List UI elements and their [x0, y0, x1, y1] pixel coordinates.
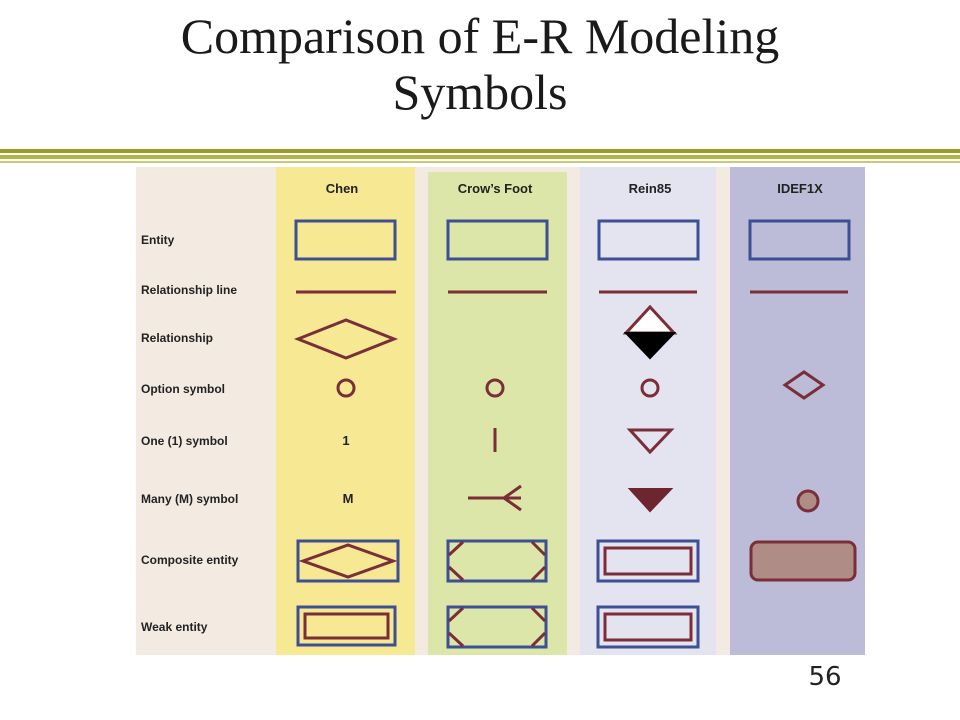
chen-entity-symbol: [294, 219, 397, 261]
column-header-crows-foot: Crow’s Foot: [458, 181, 533, 196]
crows-foot-composite-corners: [447, 540, 547, 582]
crows-foot-option-circle: [485, 378, 505, 398]
crows-foot-composite-box: [446, 539, 548, 583]
row-label-weak-entity: Weak entity: [141, 620, 208, 634]
rein85-weak-inner: [603, 612, 693, 642]
chen-many-label: M: [343, 491, 354, 506]
slide-title-line-2: Symbols: [392, 64, 568, 120]
idef1x-option-diamond: [782, 370, 826, 400]
rein85-entity-symbol: [597, 219, 700, 261]
chen-option-circle: [336, 378, 356, 398]
crows-foot-entity-symbol: [446, 219, 549, 261]
er-comparison-svg: Chen Crow’s Foot Rein85 IDEF1X Entity Re…: [136, 167, 865, 655]
crows-foot-weak-corners: [447, 606, 547, 648]
column-header-idef1x: IDEF1X: [777, 181, 823, 196]
row-label-relationship: Relationship: [141, 331, 213, 345]
crows-foot-weak-box: [446, 605, 548, 649]
rein85-composite-outer: [596, 539, 700, 583]
chen-weak-outer: [296, 605, 397, 647]
chen-relationship-diamond: [293, 318, 399, 360]
rein85-many-triangle: [627, 488, 674, 513]
rein85-relationship-diamond-bottom: [623, 332, 677, 360]
slide-title: Comparison of E-R Modeling Symbols: [0, 0, 960, 120]
rein85-option-circle: [640, 378, 660, 398]
idef1x-many-dot: [796, 489, 820, 513]
chen-composite-box: [296, 539, 400, 583]
column-bg-crows-foot: [428, 172, 567, 655]
er-comparison-figure: Chen Crow’s Foot Rein85 IDEF1X Entity Re…: [136, 167, 865, 660]
row-label-composite-entity: Composite entity: [141, 553, 239, 567]
rein85-composite-inner: [603, 546, 693, 576]
title-rule-bottom: [0, 161, 960, 163]
slide-title-line-1: Comparison of E-R Modeling: [180, 8, 780, 64]
idef1x-composite-box: [749, 540, 857, 582]
crows-foot-many-fork: [501, 484, 522, 512]
rein85-one-triangle: [626, 428, 675, 455]
page-number: 56: [808, 662, 842, 692]
chen-one-label: 1: [342, 433, 349, 448]
column-header-chen: Chen: [326, 181, 359, 196]
title-rule-top: [0, 149, 960, 153]
chen-composite-diamond: [298, 543, 398, 579]
chen-weak-inner: [303, 612, 390, 640]
title-rule-middle: [0, 155, 960, 159]
rein85-weak-outer: [596, 605, 700, 649]
idef1x-entity-symbol: [748, 219, 851, 261]
row-label-relationship-line: Relationship line: [141, 283, 237, 297]
row-label-entity: Entity: [141, 233, 175, 247]
row-label-option-symbol: Option symbol: [141, 382, 225, 396]
column-header-rein85: Rein85: [629, 181, 672, 196]
row-label-one-symbol: One (1) symbol: [141, 434, 228, 448]
row-label-many-symbol: Many (M) symbol: [141, 492, 238, 506]
